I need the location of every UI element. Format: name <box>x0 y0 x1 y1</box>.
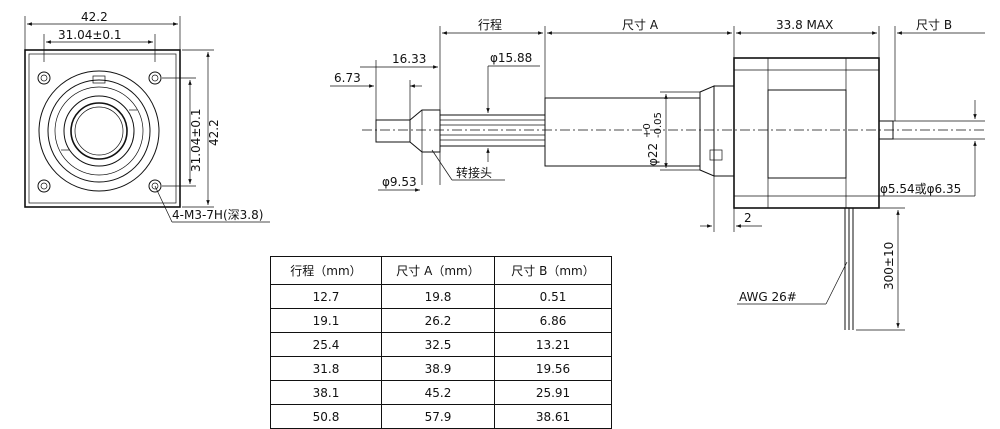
screw-tip <box>375 119 411 143</box>
motor-flange-step <box>699 85 715 177</box>
motor-body <box>733 57 880 209</box>
dim-6-73-label: 6.73 <box>334 71 361 85</box>
spec-table: 行程（mm） 尺寸 A（mm） 尺寸 B（mm） 12.7 19.8 0.51 … <box>270 256 612 429</box>
front-view: 42.2 31.04±0.1 31.04±0.1 <box>24 10 270 223</box>
dim-body-len-label: 33.8 MAX <box>776 18 833 32</box>
cell-stroke: 19.1 <box>270 308 382 333</box>
mounting-holes <box>37 71 162 193</box>
dim-height-label: 42.2 <box>207 119 221 146</box>
screw-housing <box>544 97 701 167</box>
cell-stroke: 25.4 <box>270 332 382 357</box>
cell-size-a: 38.9 <box>381 356 495 381</box>
dim-lead-length-label: 300±10 <box>882 242 896 290</box>
dim-phi22-label: φ22 <box>646 143 660 166</box>
lead-wires <box>844 208 854 330</box>
cell-size-b: 0.51 <box>494 284 612 309</box>
cell-size-b: 25.91 <box>494 380 612 405</box>
table-row: 19.1 26.2 6.86 <box>270 308 612 333</box>
dim-phi15-88-label: φ15.88 <box>490 51 532 65</box>
side-view: 行程 尺寸 A 33.8 MAX 尺寸 B 16.33 6.73 φ15.88 … <box>330 17 985 331</box>
cell-size-b: 6.86 <box>494 308 612 333</box>
dim-stroke-label: 行程 <box>478 17 502 32</box>
dim-size-a-label: 尺寸 A <box>622 18 659 32</box>
table-header-row: 行程（mm） 尺寸 A（mm） 尺寸 B（mm） <box>270 256 612 285</box>
cell-size-a: 19.8 <box>381 284 495 309</box>
col-size-a-header: 尺寸 A（mm） <box>381 256 495 285</box>
dim-16-33-label: 16.33 <box>392 52 426 66</box>
dim-phi22-tol-upper: +0 <box>642 123 653 138</box>
col-stroke-header: 行程（mm） <box>270 256 382 285</box>
dim-hole-spacing-top-label: 31.04±0.1 <box>58 28 122 42</box>
cell-size-a: 26.2 <box>381 308 495 333</box>
front-boss <box>38 70 160 192</box>
adapter-nut <box>409 109 441 153</box>
cell-size-b: 38.61 <box>494 404 612 429</box>
table-row: 12.7 19.8 0.51 <box>270 284 612 309</box>
dim-shaft-label: φ5.54或φ6.35 <box>880 182 961 196</box>
cell-stroke: 12.7 <box>270 284 382 309</box>
dim-hole-spacing-side-label: 31.04±0.1 <box>189 109 203 173</box>
cell-size-b: 13.21 <box>494 332 612 357</box>
cell-stroke: 50.8 <box>270 404 382 429</box>
dim-2-label: 2 <box>744 211 752 225</box>
dim-phi9-53-label: φ9.53 <box>382 175 417 189</box>
lead-screw <box>440 114 545 147</box>
cell-size-a: 45.2 <box>381 380 495 405</box>
table-row: 38.1 45.2 25.91 <box>270 380 612 405</box>
holes-note-label: 4-M3-7H(深3.8) <box>172 208 263 222</box>
table-row: 50.8 57.9 38.61 <box>270 404 612 429</box>
rear-shaft <box>878 120 894 140</box>
cell-stroke: 38.1 <box>270 380 382 405</box>
cell-stroke: 31.8 <box>270 356 382 381</box>
table-row: 25.4 32.5 13.21 <box>270 332 612 357</box>
wire-label: AWG 26# <box>739 290 797 304</box>
motor-flange-outline <box>24 49 181 208</box>
cell-size-b: 19.56 <box>494 356 612 381</box>
col-size-b-header: 尺寸 B（mm） <box>494 256 612 285</box>
table-row: 31.8 38.9 19.56 <box>270 356 612 381</box>
dim-size-b-label: 尺寸 B <box>916 18 952 32</box>
cell-size-a: 32.5 <box>381 332 495 357</box>
dim-width-label: 42.2 <box>81 10 108 24</box>
cell-size-a: 57.9 <box>381 404 495 429</box>
adapter-label: 转接头 <box>456 165 492 180</box>
dim-phi22-tol-lower: -0.05 <box>653 112 664 138</box>
